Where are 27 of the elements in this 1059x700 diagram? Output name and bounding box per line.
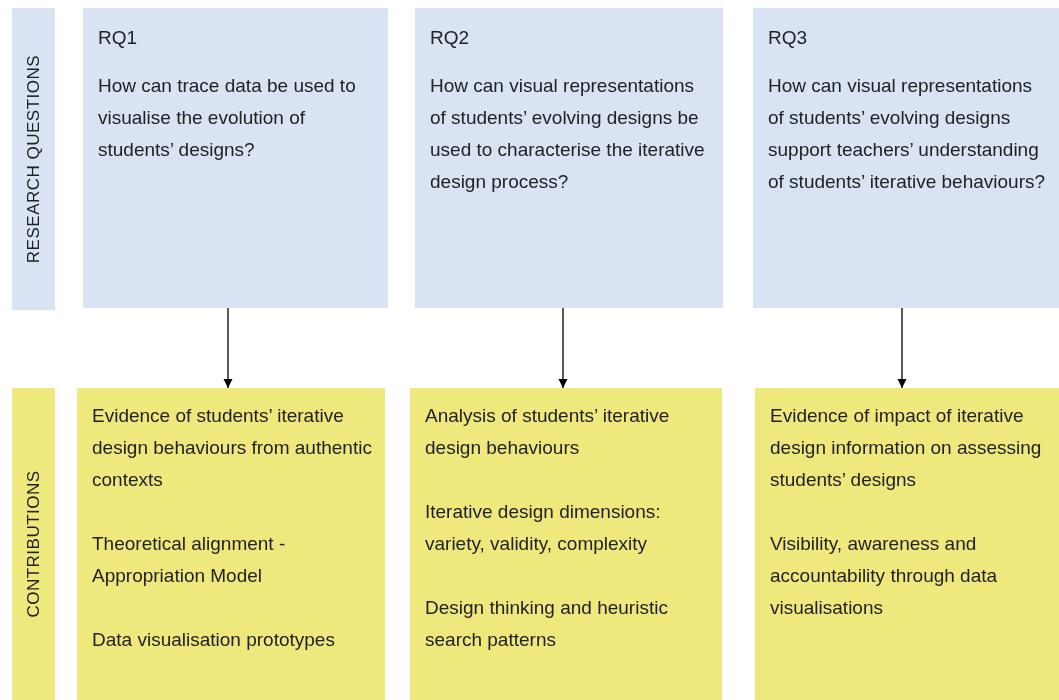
section-label: RESEARCH QUESTIONS: [23, 54, 44, 264]
arrow: [223, 307, 233, 389]
question-box: [83, 8, 388, 308]
question-box: [753, 8, 1059, 308]
body-text: Theoretical alignment - Appropriation Model: [92, 532, 287, 588]
body-text: Data visualisation prototypes: [92, 628, 336, 652]
body-text: How can visual representations of students’ evolving designs be used to characterise the iterative design process?: [430, 74, 706, 194]
section-label: CONTRIBUTIONS: [23, 470, 44, 618]
section-band: [12, 388, 55, 700]
body-text: How can trace data be used to visualise the evolution of students’ designs?: [98, 74, 357, 162]
arrow: [897, 307, 907, 389]
contribution-box: [77, 388, 385, 700]
body-text: Visibility, awareness and accountability through data visualisations: [770, 532, 999, 620]
arrow: [558, 307, 568, 389]
body-text: Evidence of students’ iterative design behaviours from authentic contexts: [92, 404, 373, 492]
section-band: [12, 8, 55, 310]
body-text: Analysis of students’ iterative design behaviours: [425, 404, 671, 460]
body-text: Iterative design dimensions: variety, validity, complexity: [425, 500, 662, 556]
question-box: [415, 8, 723, 308]
body-text: How can visual representations of students’ evolving designs support teachers’ understanding of students’ iterative behaviours?: [768, 74, 1047, 194]
question-number: RQ1: [98, 26, 139, 50]
contribution-box: [410, 388, 722, 700]
question-number: RQ2: [430, 26, 471, 50]
contribution-box: [755, 388, 1059, 700]
body-text: Design thinking and heuristic search patterns: [425, 596, 669, 652]
body-text: Evidence of impact of iterative design information on assessing students’ designs: [770, 404, 1043, 492]
question-number: RQ3: [768, 26, 809, 50]
